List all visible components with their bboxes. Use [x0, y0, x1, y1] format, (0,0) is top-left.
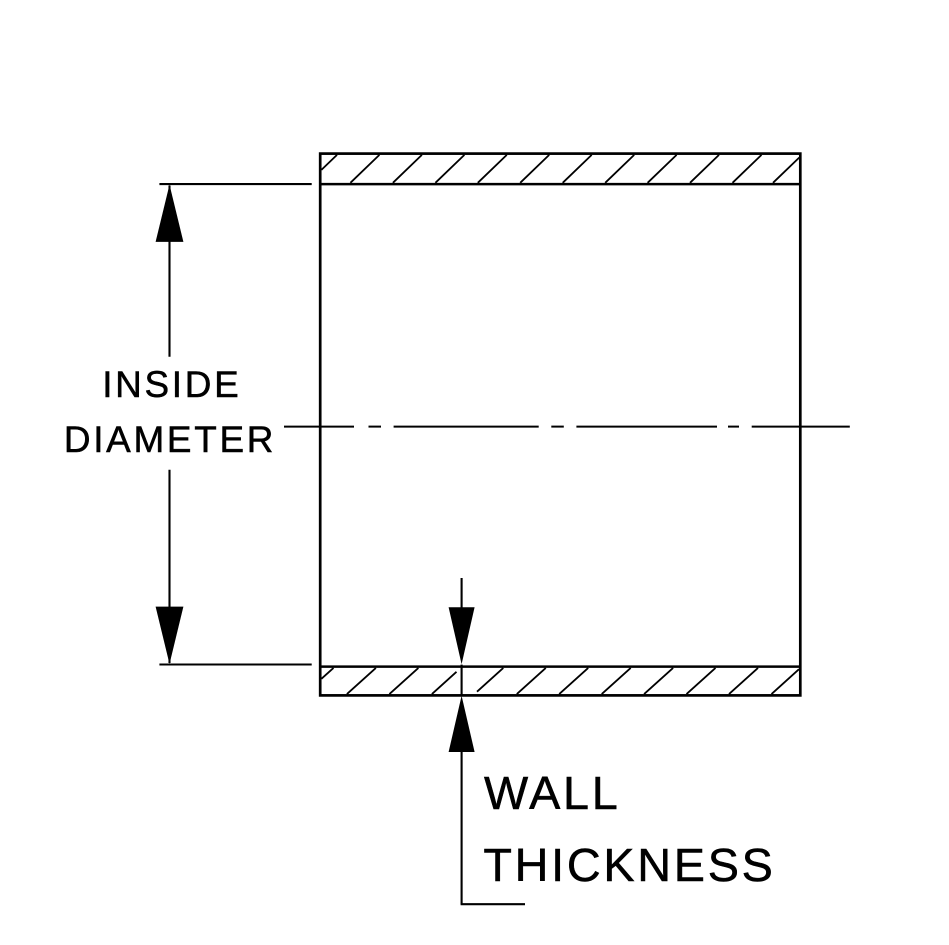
svg-text:THICKNESS: THICKNESS	[483, 839, 775, 891]
svg-text:WALL: WALL	[484, 767, 621, 819]
svg-text:DIAMETER: DIAMETER	[64, 419, 276, 460]
svg-text:INSIDE: INSIDE	[102, 364, 241, 405]
